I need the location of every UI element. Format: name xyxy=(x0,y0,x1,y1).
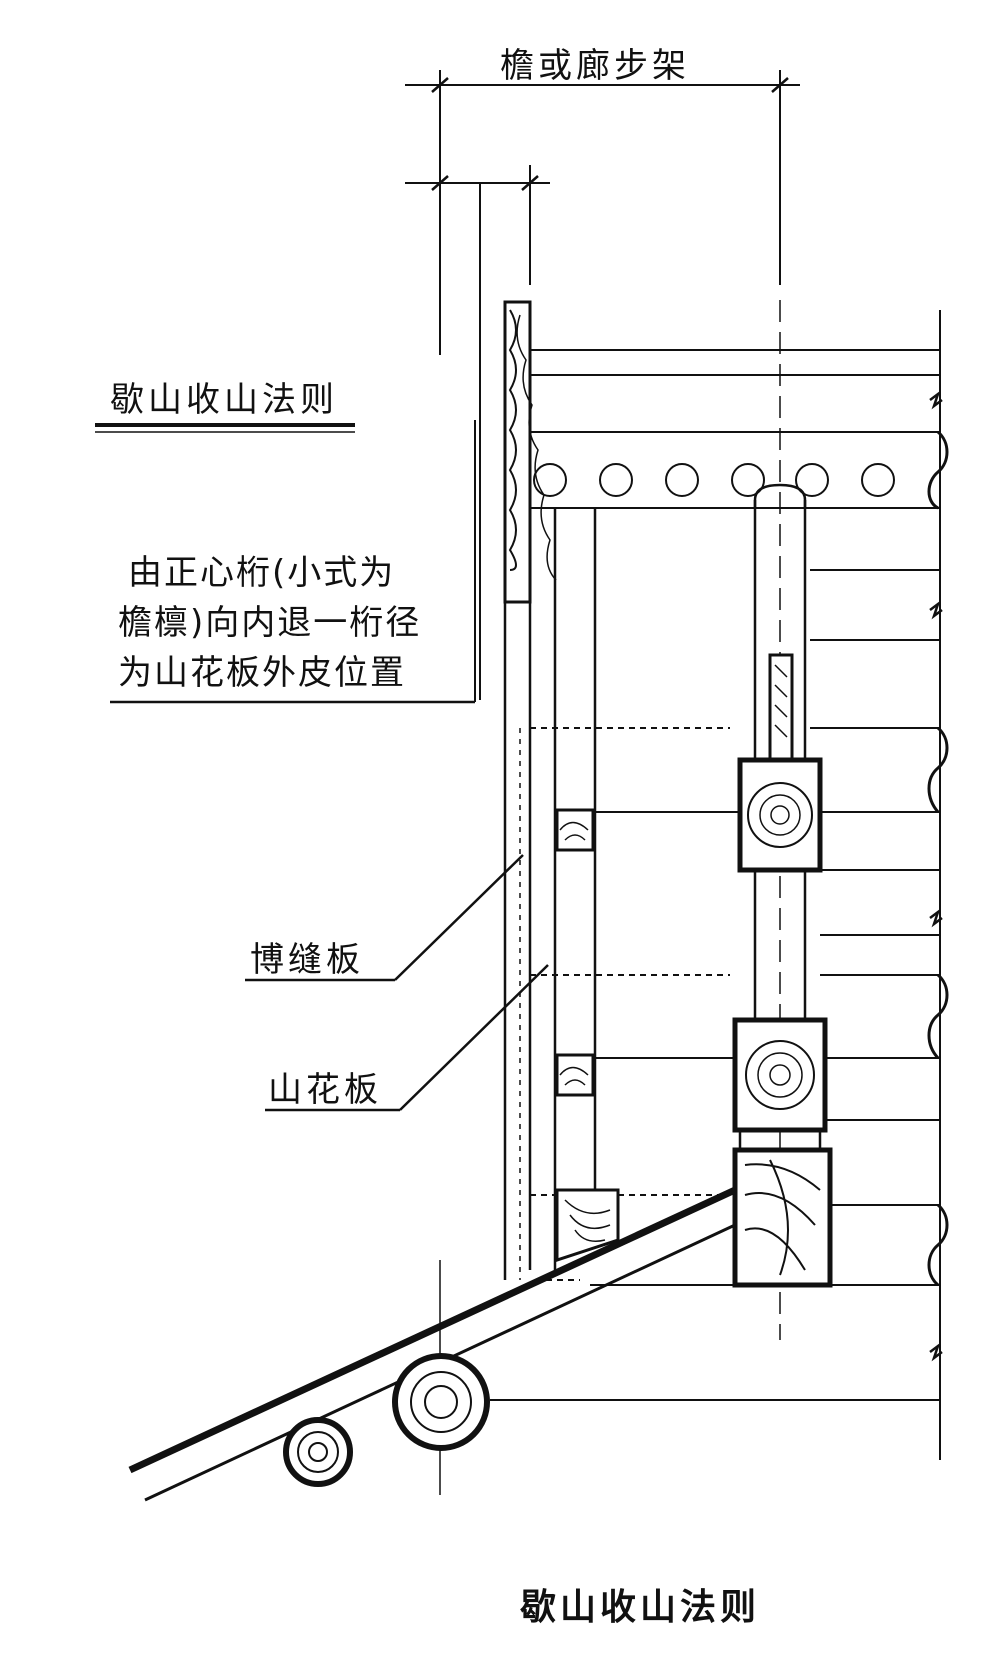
bofeng-board xyxy=(503,300,557,1280)
break-marks xyxy=(927,390,949,1362)
note-text: 由正心桁(小式为 檐檩)向内退一桁径 为山花板外皮位置 xyxy=(118,548,421,698)
rafter-ends xyxy=(533,463,895,497)
note-line-1: 由正心桁(小式为 xyxy=(128,553,396,593)
round-purlins xyxy=(283,1353,490,1487)
side-title-underline xyxy=(95,423,355,433)
shanhuaban-label: 山花板 xyxy=(268,1070,382,1110)
dimension-label: 檐或廊步架 xyxy=(500,46,690,86)
bofengban-label: 博缝板 xyxy=(250,940,364,980)
purlin-blocks xyxy=(732,757,833,1288)
side-title: 歇山收山法则 xyxy=(110,380,338,420)
note-line-2: 檐檩)向内退一桁径 xyxy=(118,603,422,643)
shanhua-board xyxy=(519,508,597,1280)
dimension-lines xyxy=(405,70,800,700)
caption: 歇山收山法则 xyxy=(520,1586,761,1628)
note-bracket xyxy=(110,420,476,704)
small-blocks xyxy=(555,808,620,1263)
purlin-lines xyxy=(490,310,941,1460)
eave-rafter xyxy=(128,1186,737,1502)
note-line-3: 为山花板外皮位置 xyxy=(118,653,406,693)
callout-leaders xyxy=(245,854,549,1112)
